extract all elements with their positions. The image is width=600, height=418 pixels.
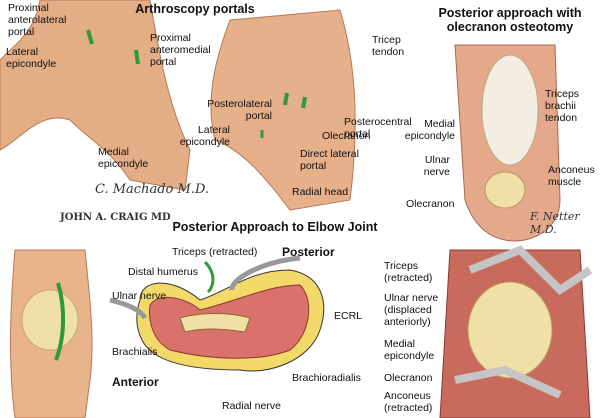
label-anterior: Anterior: [112, 375, 159, 389]
portal-mark: [283, 92, 289, 106]
signature-machado: C. Machado M.D.: [95, 182, 210, 197]
label-brachioradialis: Brachioradialis: [292, 372, 361, 384]
label-triceps-brachii-tendon: Triceps brachii tendon: [545, 88, 580, 124]
title-posterior-approach: Posterior Approach to Elbow Joint: [172, 220, 378, 234]
label-brachialis: Brachialis: [112, 346, 158, 358]
label-distal-humerus: Distal humerus: [128, 266, 199, 278]
label-olecranon: Olecranon: [322, 130, 371, 142]
signature-craig: JOHN A. CRAIG MD: [60, 212, 171, 223]
portal-mark: [301, 96, 307, 109]
portal-mark: [86, 29, 94, 45]
label-exp-olecranon: Olecranon: [384, 372, 433, 384]
posterior-arm-illustration: [210, 9, 356, 211]
label-ecrl: ECRL: [334, 310, 363, 322]
label-medial-epicondyle: Medial epicondyle: [98, 146, 149, 170]
label-posterocentral-portal: Posterocentral portal: [344, 116, 412, 140]
label-anconeus-muscle: Anconeus muscle: [548, 164, 595, 188]
label-radial-head: Radial head: [292, 186, 349, 198]
signature-netter: F. Netter M.D.: [530, 210, 580, 236]
portal-mark: [134, 49, 140, 65]
label-exp-triceps: Triceps (retracted): [384, 260, 433, 284]
anterior-arm-illustration: [0, 0, 191, 191]
label-exp-anconeus: Anconeus (retracted): [384, 390, 433, 414]
label-exp-ulnar-nerve: Ulnar nerve (displaced anteriorly): [384, 292, 439, 328]
label-proximal-anteromedial: Proximal anteromedial portal: [150, 32, 211, 68]
label-direct-lateral-portal: Direct lateral portal: [300, 148, 359, 172]
title-osteotomy: Posterior approach with olecranon osteot…: [438, 6, 582, 34]
retraction-arrow: [203, 260, 215, 294]
label-cs-triceps: Triceps (retracted): [172, 246, 258, 258]
label-tricep-tendon: Tricep tendon: [372, 34, 405, 58]
label-posterior: Posterior: [282, 245, 335, 259]
label-osteotomy-medial-epicondyle: Medial epicondyle: [404, 118, 455, 142]
label-exp-medial-epicondyle: Medial epicondyle: [384, 338, 435, 362]
label-lateral-epicondyle-posterior: Lateral epicondyle: [179, 124, 230, 148]
label-radial-nerve: Radial nerve: [222, 400, 281, 412]
label-proximal-anterolateral: Proximal anterolateral portal: [8, 2, 67, 38]
label-osteotomy-ulnar-nerve: Ulnar nerve: [423, 154, 450, 178]
incision-line: [54, 282, 66, 361]
label-lateral-epicondyle: Lateral epicondyle: [6, 46, 57, 70]
title-arthroscopy: Arthroscopy portals: [135, 2, 255, 16]
label-osteotomy-olecranon: Olecranon: [406, 198, 455, 210]
label-cs-ulnar-nerve: Ulnar nerve: [112, 290, 167, 302]
label-posterolateral-portal: Posterolateral portal: [207, 98, 272, 122]
